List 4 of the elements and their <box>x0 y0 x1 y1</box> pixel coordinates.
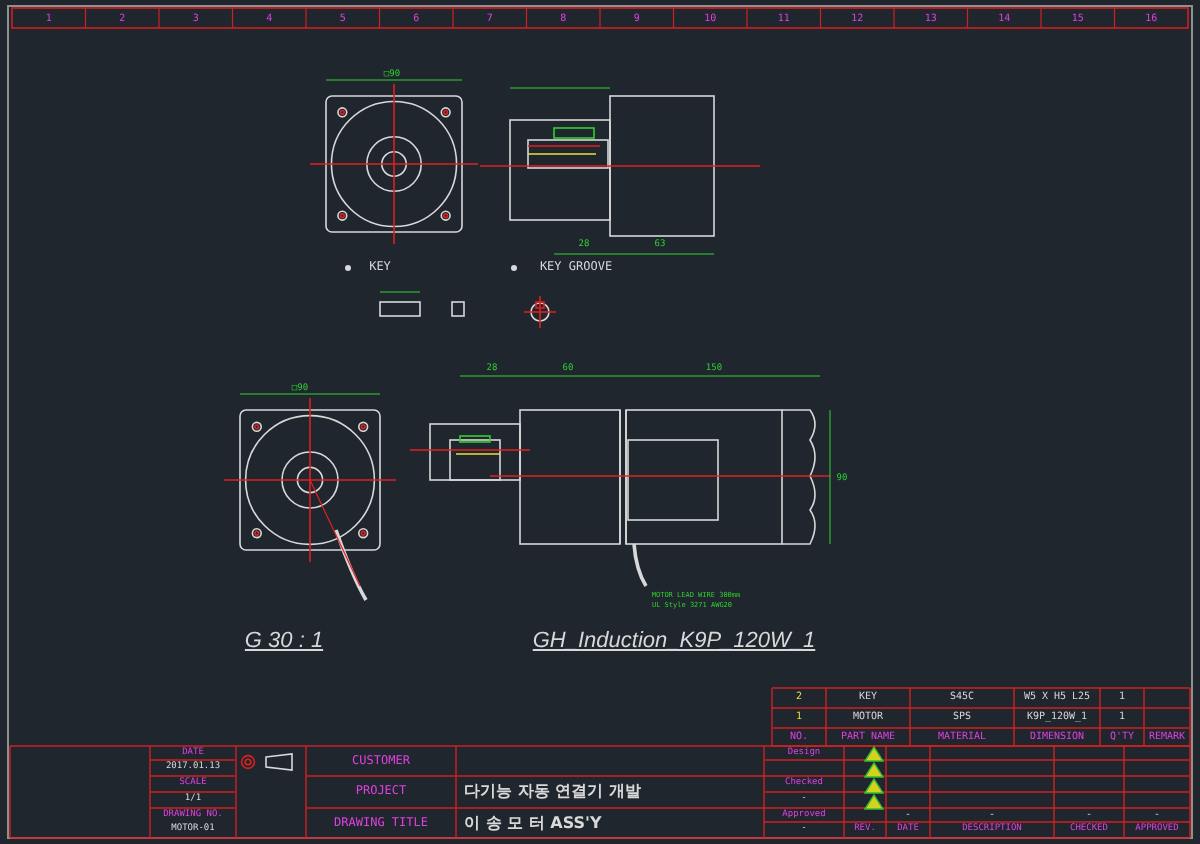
project-title: 다기능 자동 연결기 개발 <box>464 784 641 800</box>
drawing-title: 이 송 모 터 ASS'Y <box>464 815 602 831</box>
view-title: G 30 : 1 <box>244 631 324 653</box>
view-title: GH_Induction_K9P_120W_1 <box>532 631 816 653</box>
